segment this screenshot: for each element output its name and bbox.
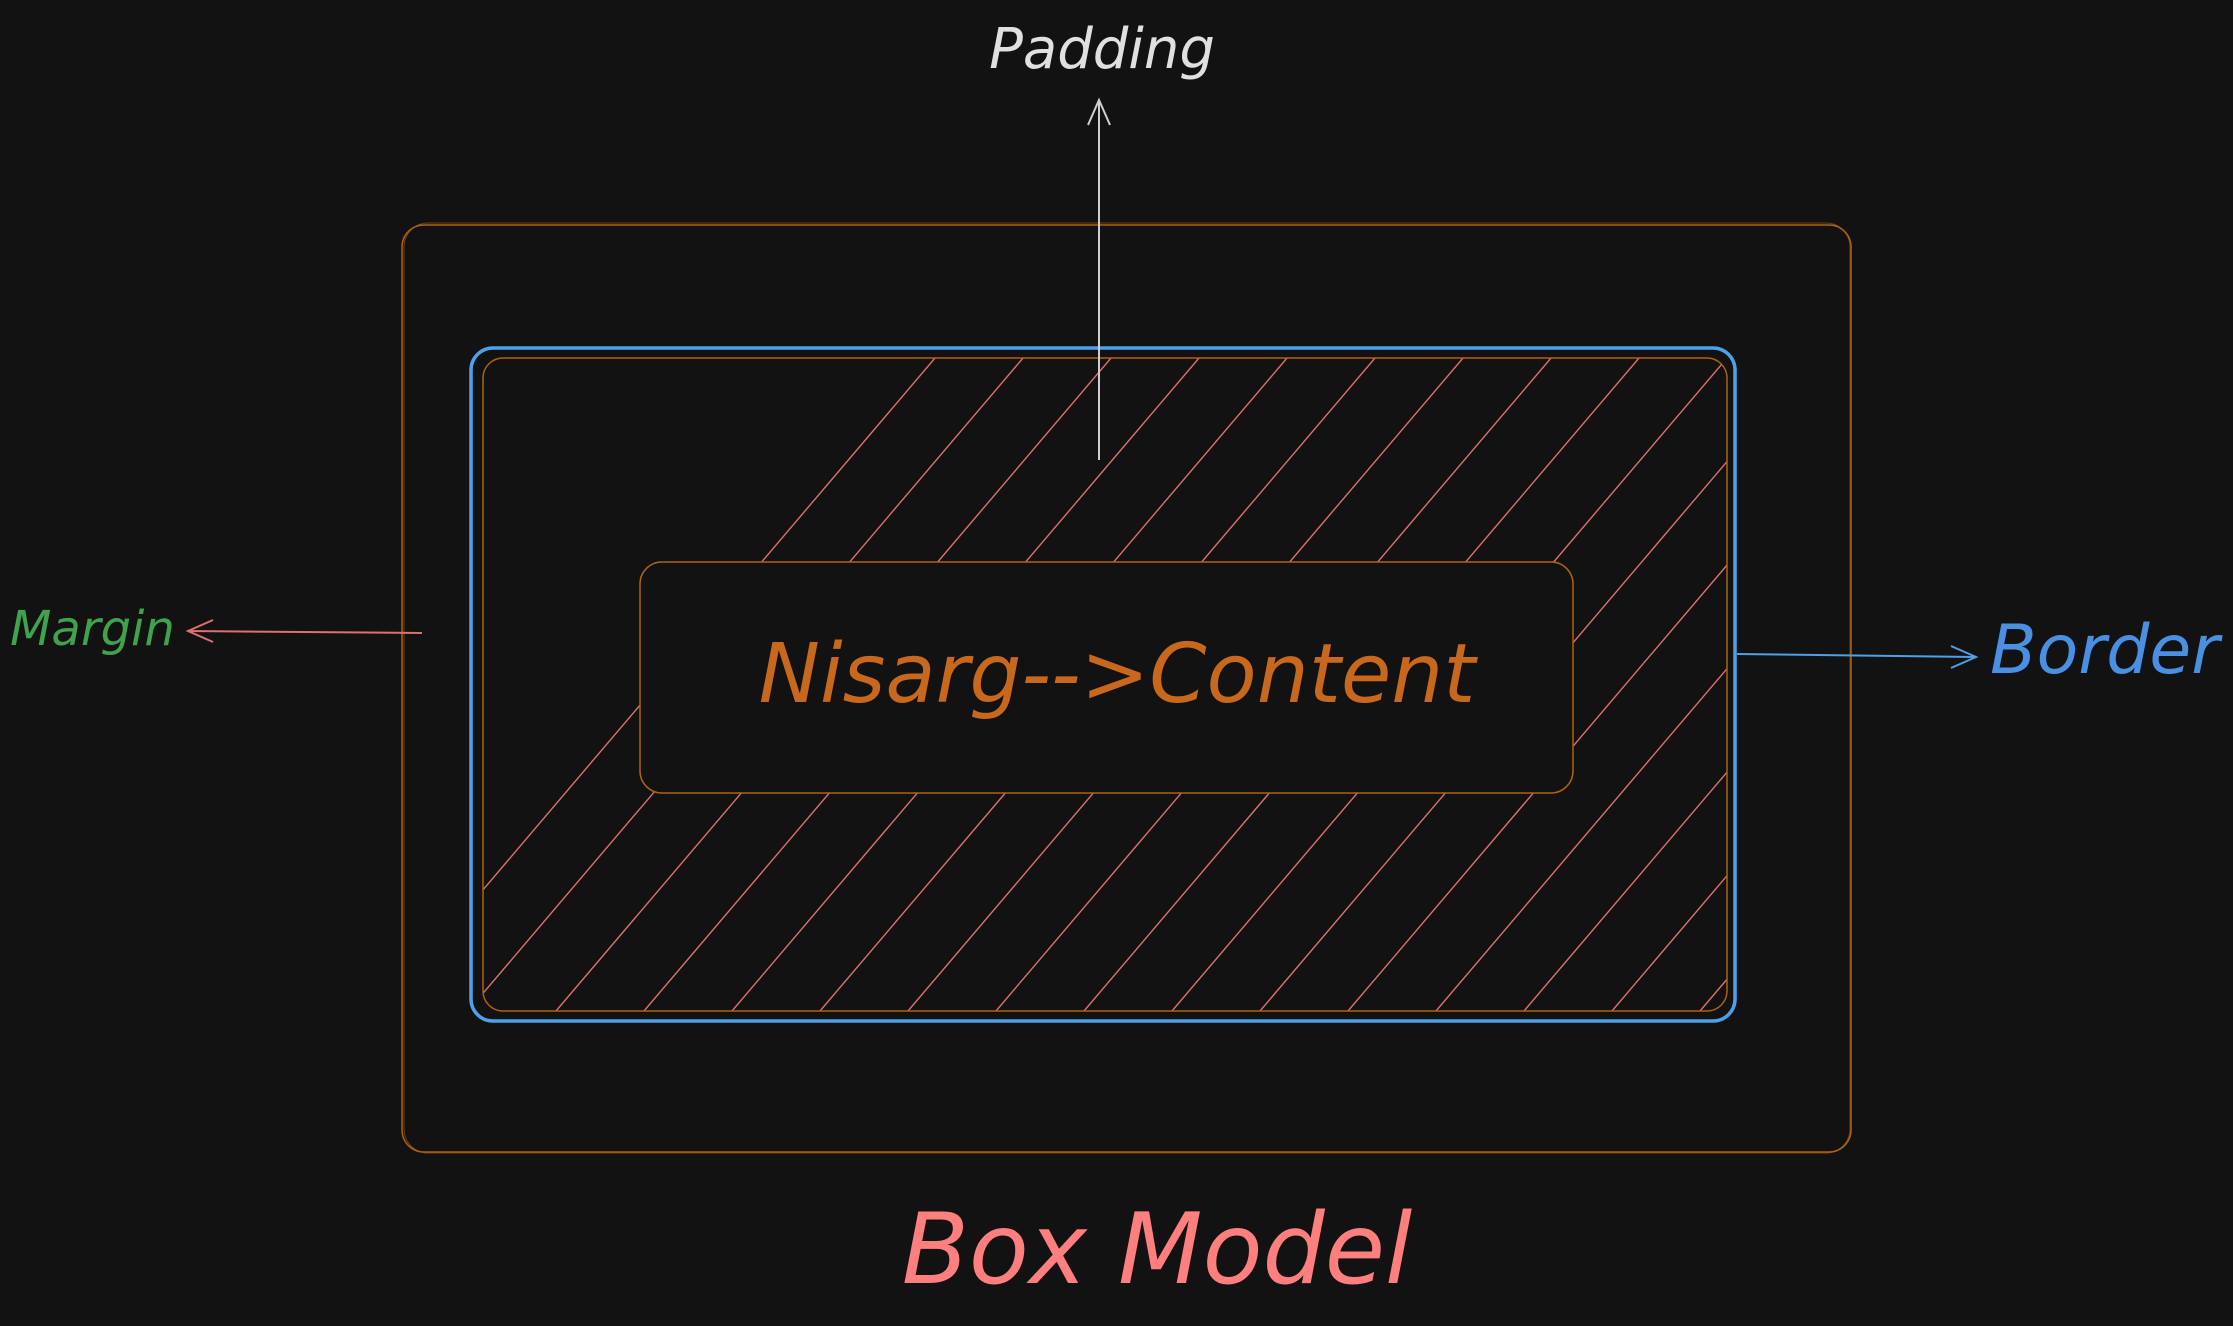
hatch-line (1347, 358, 1727, 1011)
border-label: Border (1990, 611, 2223, 690)
diagram-title: Box Model (902, 1193, 1413, 1307)
padding-arrow (1087, 97, 1111, 460)
padding-label: Padding (989, 17, 1215, 82)
border-arrow (1736, 645, 1979, 669)
hatch-line (1523, 358, 1727, 1011)
margin-arrow (185, 619, 423, 643)
margin-label: Margin (10, 601, 175, 657)
padding-box (482, 357, 1728, 1012)
content-label: Nisarg-->Content (759, 627, 1479, 722)
margin-box-sketch-line (403, 222, 1851, 1154)
border-box (469, 346, 1737, 1023)
content-box (639, 561, 1574, 794)
hatch-line (1435, 358, 1727, 1011)
margin-box (401, 224, 1852, 1153)
hatch-line (1611, 358, 1727, 1011)
